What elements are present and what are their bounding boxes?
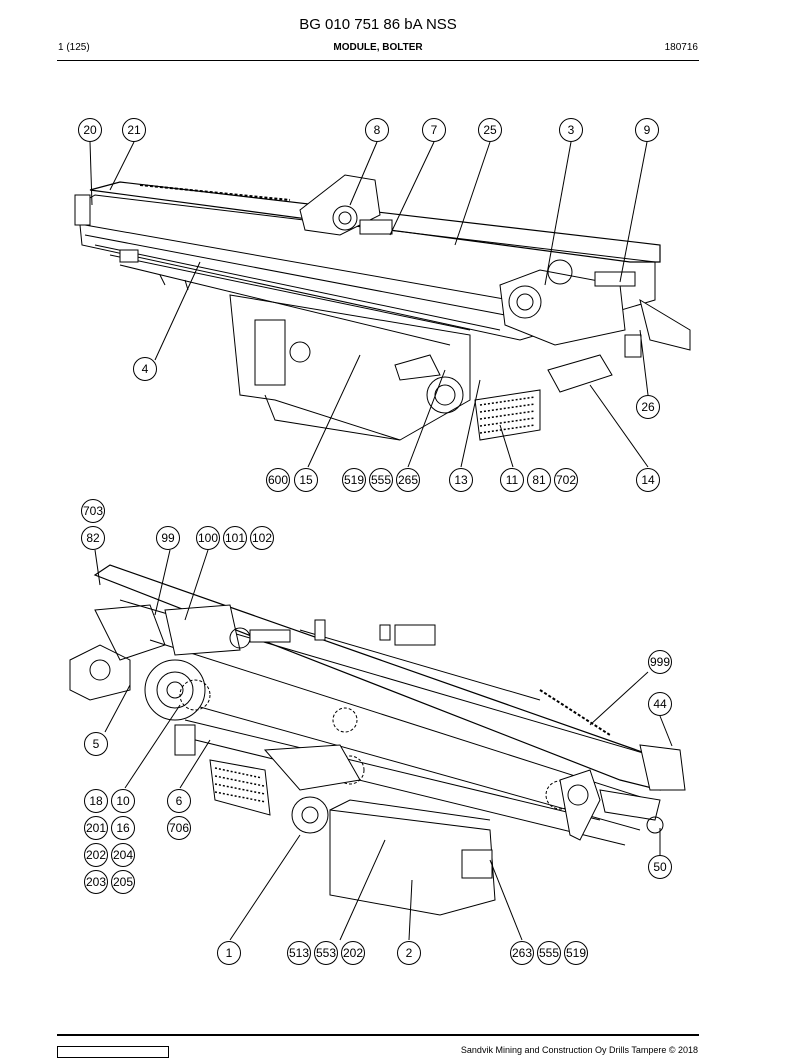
callout-513: 513 xyxy=(287,941,311,965)
callout-99: 99 xyxy=(156,526,180,550)
callout-205: 205 xyxy=(111,870,135,894)
callout-21: 21 xyxy=(122,118,146,142)
callout-101: 101 xyxy=(223,526,247,550)
callout-703: 703 xyxy=(81,499,105,523)
callout-553: 553 xyxy=(314,941,338,965)
callout-1: 1 xyxy=(217,941,241,965)
callout-100: 100 xyxy=(196,526,220,550)
callout-5: 5 xyxy=(84,732,108,756)
callout-4: 4 xyxy=(133,357,157,381)
document-date: 180716 xyxy=(664,42,698,53)
page-number: 1 (125) xyxy=(58,42,90,53)
header-rule xyxy=(57,60,699,61)
callout-555: 555 xyxy=(369,468,393,492)
callout-702: 702 xyxy=(554,468,578,492)
sandvik-logo xyxy=(57,1046,169,1058)
callout-7: 7 xyxy=(422,118,446,142)
lower-assembly-view xyxy=(69,564,686,916)
callout-600: 600 xyxy=(266,468,290,492)
callout-263: 263 xyxy=(510,941,534,965)
callout-15: 15 xyxy=(294,468,318,492)
callout-3: 3 xyxy=(559,118,583,142)
callout-13: 13 xyxy=(449,468,473,492)
callout-2: 2 xyxy=(397,941,421,965)
callout-81: 81 xyxy=(527,468,551,492)
footer-rule xyxy=(57,1034,699,1036)
callout-706: 706 xyxy=(167,816,191,840)
leader-lines xyxy=(89,141,673,941)
callout-555-lower: 555 xyxy=(537,941,561,965)
callout-9: 9 xyxy=(635,118,659,142)
upper-assembly-view xyxy=(74,174,691,441)
callout-25: 25 xyxy=(478,118,502,142)
callout-26: 26 xyxy=(636,395,660,419)
callout-519: 519 xyxy=(342,468,366,492)
callout-11: 11 xyxy=(500,468,524,492)
callout-82: 82 xyxy=(81,526,105,550)
copyright-notice: Sandvik Mining and Construction Oy Drill… xyxy=(460,1045,698,1055)
callout-20: 20 xyxy=(78,118,102,142)
callout-519-lower: 519 xyxy=(564,941,588,965)
callout-10: 10 xyxy=(111,789,135,813)
callout-203: 203 xyxy=(84,870,108,894)
callout-202-lower: 202 xyxy=(341,941,365,965)
callout-999: 999 xyxy=(648,650,672,674)
callout-44: 44 xyxy=(648,692,672,716)
callout-102: 102 xyxy=(250,526,274,550)
callout-50: 50 xyxy=(648,855,672,879)
callout-18: 18 xyxy=(84,789,108,813)
callout-8: 8 xyxy=(365,118,389,142)
section-title: MODULE, BOLTER xyxy=(333,42,423,53)
callout-265: 265 xyxy=(396,468,420,492)
document-number: BG 010 751 86 bA NSS xyxy=(299,16,457,33)
callout-202: 202 xyxy=(84,843,108,867)
callout-16: 16 xyxy=(111,816,135,840)
callout-14: 14 xyxy=(636,468,660,492)
callout-6: 6 xyxy=(167,789,191,813)
callout-201: 201 xyxy=(84,816,108,840)
callout-204: 204 xyxy=(111,843,135,867)
